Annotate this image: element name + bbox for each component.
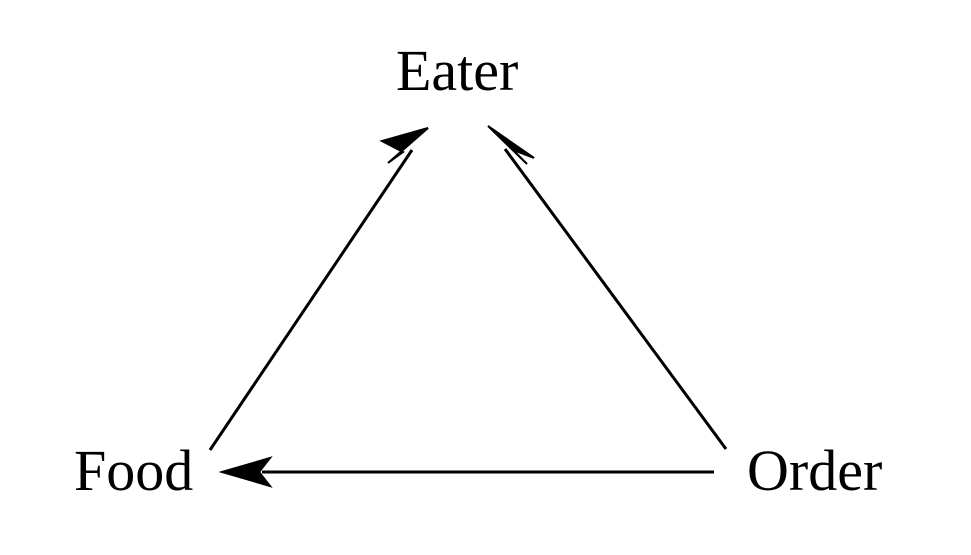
edge-order-to-eater-line	[503, 148, 728, 450]
edge-food-to-eater	[208, 127, 429, 451]
edge-order-to-eater	[487, 125, 728, 450]
edge-food-to-eater-line	[208, 149, 414, 451]
edge-order-to-food	[218, 456, 714, 488]
edge-order-to-food-arrowhead	[218, 456, 273, 488]
edge-order-to-eater-arrowhead	[487, 125, 535, 165]
edge-food-to-eater-arrowhead	[379, 127, 429, 164]
node-label-eater: Eater	[396, 38, 519, 103]
node-label-food: Food	[74, 438, 194, 503]
node-label-order: Order	[747, 438, 883, 503]
